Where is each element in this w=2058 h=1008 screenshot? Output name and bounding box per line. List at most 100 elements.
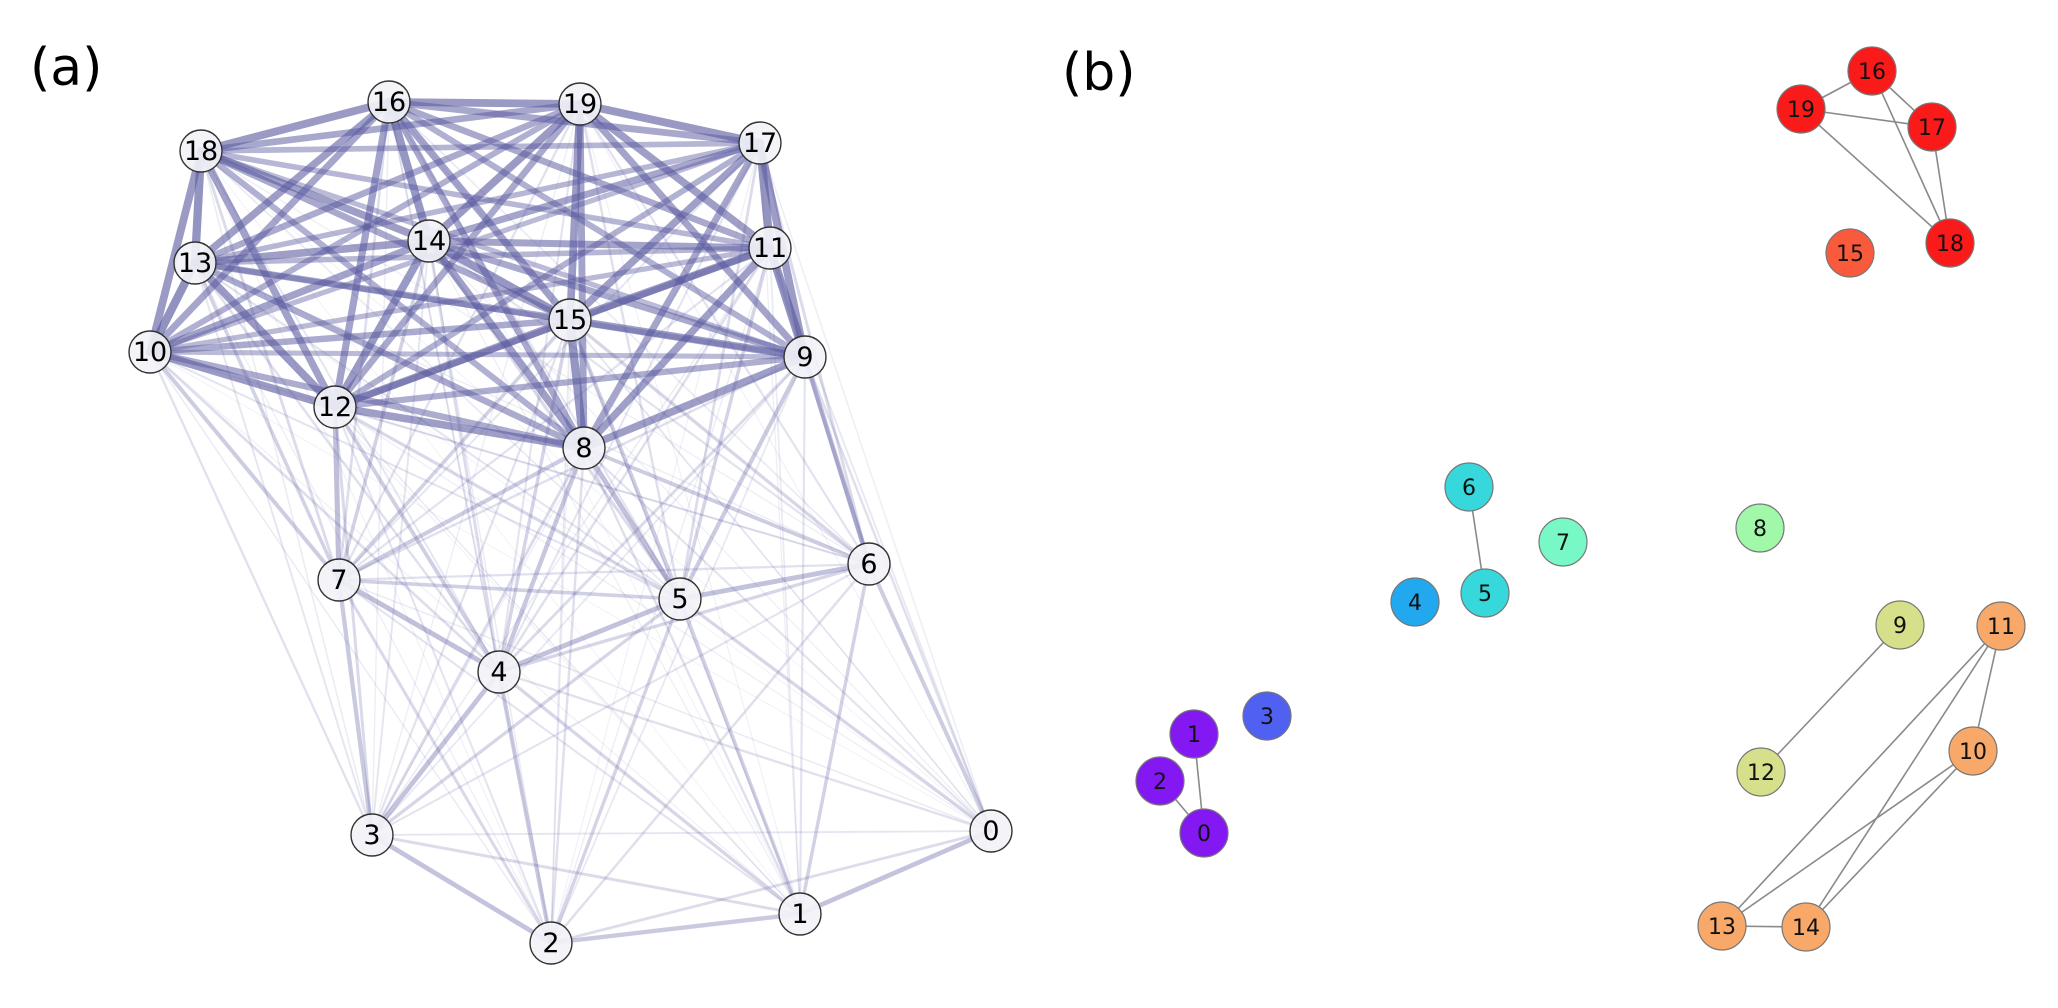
edge-a-7-19: [337, 102, 582, 582]
edge-a-5-13: [193, 261, 682, 601]
edge-a-3-13: [194, 262, 373, 836]
node-a-13: 13: [173, 241, 217, 285]
edge-a-2-6: [549, 562, 871, 945]
edge-a-9-18: [198, 148, 808, 360]
node-b-label: 17: [1918, 116, 1946, 141]
node-b-label: 14: [1792, 916, 1820, 941]
edge-a-10-16: [146, 98, 393, 356]
edge-a-13-14: [191, 237, 433, 267]
node-a-3: 3: [350, 813, 394, 857]
edge-a-2-7: [337, 578, 553, 945]
node-b-19: 19: [1776, 84, 1826, 134]
edge-a-0-8: [582, 446, 993, 833]
node-b-17: 17: [1907, 102, 1957, 152]
node-a-label: 6: [860, 549, 877, 580]
node-b-label: 13: [1708, 915, 1736, 940]
node-a-label: 2: [542, 928, 559, 959]
edge-a-5-6: [677, 561, 872, 602]
edge-a-5-19: [578, 102, 682, 601]
edge-a-1-16: [388, 101, 801, 915]
edge-a-1-12: [334, 406, 801, 915]
edge-a-1-3: [370, 833, 802, 916]
edge-a-2-4: [496, 669, 554, 946]
edge-a-3-14: [371, 240, 430, 836]
node-a-label: 17: [743, 128, 777, 159]
node-b-0: 0: [1179, 808, 1229, 858]
edge-a-17-18: [198, 140, 763, 154]
node-a-15: 15: [548, 298, 592, 342]
edge-a-2-14: [428, 240, 552, 944]
edge-a-11-13: [192, 245, 773, 266]
edge-b-9-12: [1760, 624, 1901, 773]
edge-a-11-14: [425, 237, 774, 252]
edge-a-0-7: [338, 579, 992, 832]
edge-a-8-12: [331, 403, 588, 452]
edge-a-2-9: [550, 356, 806, 944]
edge-a-4-10: [148, 350, 501, 674]
node-a-label: 7: [330, 565, 347, 596]
edge-a-5-8: [581, 445, 683, 602]
node-b-13: 13: [1697, 901, 1747, 951]
edge-a-1-11: [769, 247, 801, 915]
edge-a-9-19: [576, 100, 809, 361]
edge-a-4-7: [336, 577, 502, 675]
edge-a-1-10: [149, 351, 801, 915]
edge-a-3-7: [336, 577, 375, 838]
edge-a-1-19: [579, 103, 801, 915]
node-a-17: 17: [738, 121, 782, 165]
edge-b-11-13: [1721, 625, 2002, 927]
edge-a-4-8: [496, 445, 587, 675]
edge-a-0-6: [867, 562, 993, 833]
edge-a-7-18: [199, 149, 341, 582]
edge-a-2-12: [333, 405, 553, 945]
edge-b-19-18: [1800, 108, 1951, 244]
edge-a-0-13: [194, 262, 992, 832]
edge-a-4-11: [497, 246, 772, 674]
node-a-6: 6: [847, 542, 891, 586]
node-b-6: 6: [1444, 462, 1494, 512]
node-a-label: 14: [412, 226, 446, 257]
edge-a-12-18: [197, 147, 339, 411]
node-a-7: 7: [317, 558, 361, 602]
edge-a-0-9: [803, 355, 993, 833]
edge-a-3-19: [371, 103, 581, 836]
node-a-19: 19: [558, 82, 602, 126]
node-b-16: 16: [1847, 46, 1897, 96]
node-b-5: 5: [1460, 568, 1510, 618]
edge-a-14-19: [425, 100, 584, 245]
node-a-label: 13: [178, 248, 212, 279]
edge-b-10-14: [1805, 750, 1974, 928]
edge-a-3-12: [333, 405, 374, 837]
edge-a-0-18: [200, 150, 992, 832]
node-b-label: 18: [1936, 232, 1964, 257]
edge-a-7-13: [193, 261, 341, 582]
edge-a-2-17: [550, 142, 761, 944]
node-a-label: 0: [982, 816, 999, 847]
edge-a-10-14: [146, 237, 433, 356]
edge-a-4-9: [497, 355, 807, 674]
node-b-2: 2: [1135, 756, 1185, 806]
panel-b-label: (b): [1062, 43, 1136, 103]
node-a-1: 1: [778, 892, 822, 936]
node-a-10: 10: [128, 330, 172, 374]
edge-a-1-8: [582, 446, 802, 916]
edge-a-5-10: [148, 350, 682, 601]
edge-a-12-14: [331, 237, 433, 411]
node-a-label: 4: [490, 657, 507, 688]
edge-a-15-18: [197, 147, 574, 324]
edge-a-2-8: [549, 446, 586, 945]
node-a-4: 4: [477, 650, 521, 694]
edge-a-8-9: [580, 353, 809, 452]
edge-a-2-18: [200, 150, 552, 944]
edge-a-1-9: [798, 355, 807, 916]
edge-a-6-7: [337, 562, 871, 582]
edge-a-1-2: [548, 911, 803, 946]
edge-a-6-9: [802, 354, 872, 567]
edge-a-5-9: [677, 354, 808, 602]
edge-a-5-11: [678, 246, 772, 601]
node-b-9: 9: [1875, 600, 1925, 650]
edge-b-16-18: [1871, 70, 1951, 244]
